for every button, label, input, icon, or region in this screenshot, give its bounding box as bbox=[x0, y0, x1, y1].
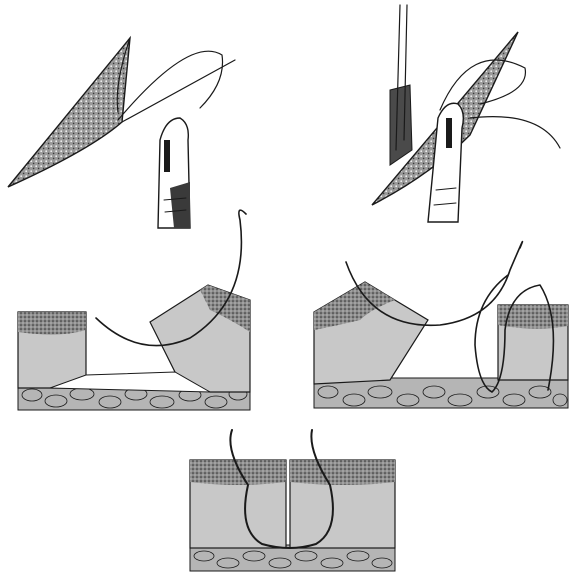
epidermis-left bbox=[18, 312, 86, 335]
suture-thread bbox=[118, 51, 235, 122]
panel-skin-needle-pass-left bbox=[18, 210, 250, 410]
wound-edge bbox=[8, 38, 130, 187]
panel-incision-needle-exit bbox=[372, 5, 560, 222]
needle-holder bbox=[428, 103, 463, 222]
epidermis-right bbox=[498, 305, 568, 329]
panel-skin-needle-pass-right bbox=[314, 242, 568, 408]
epidermis-left bbox=[190, 460, 286, 485]
epidermis-right bbox=[290, 460, 395, 485]
needle-holder bbox=[158, 118, 190, 228]
panel-incision-needle-entry bbox=[8, 38, 235, 228]
panel-skin-suture-final bbox=[190, 430, 395, 571]
suture-thread bbox=[396, 5, 560, 150]
